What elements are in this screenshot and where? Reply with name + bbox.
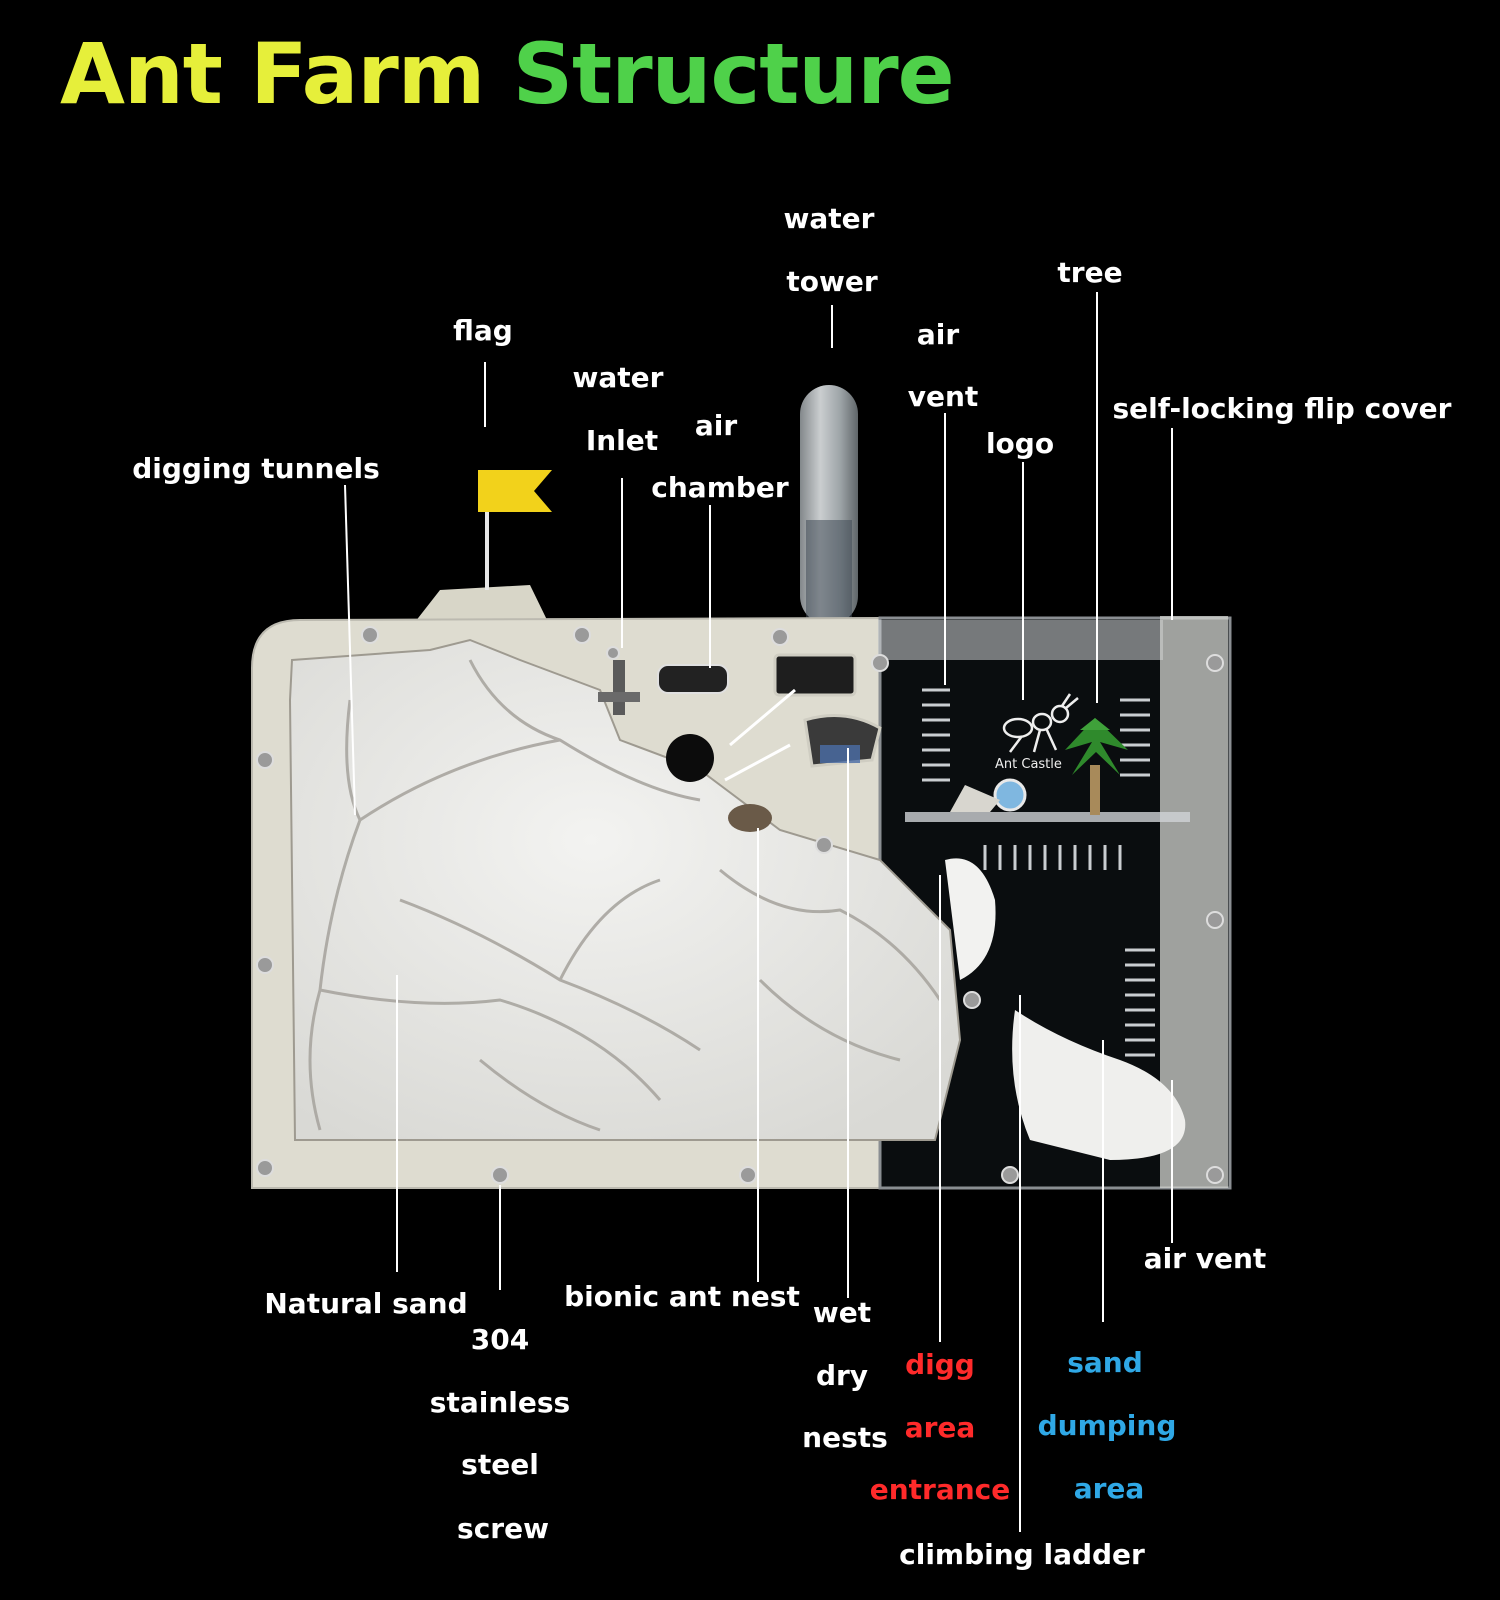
label-air-chamber-line2: chamber	[651, 471, 789, 504]
label-screw-line3: steel	[461, 1448, 539, 1481]
leader-lines	[344, 292, 1173, 1532]
digg-area-sand	[945, 858, 996, 980]
product-logo-text: Ant Castle	[995, 757, 1062, 772]
label-screw-line1: 304	[471, 1323, 529, 1356]
water-inlet-post	[598, 660, 640, 715]
label-logo: logo	[986, 427, 1054, 460]
label-sand-dumping-area-line1: sand	[1067, 1346, 1143, 1379]
stainless-steel-screws	[256, 626, 1224, 1184]
label-wet-dry-nests-line3: nests	[802, 1421, 888, 1454]
label-screw-line4: screw	[457, 1512, 549, 1545]
label-water-inlet-line1: water	[573, 361, 664, 394]
nest-chambers	[657, 653, 882, 832]
label-wet-dry-nests-line1: wet	[813, 1296, 871, 1329]
label-sand-dumping-area-line3: area	[1074, 1472, 1145, 1505]
label-flag: flag	[453, 314, 513, 347]
label-wet-dry-nests-line2: dry	[816, 1359, 868, 1392]
label-water-inlet-line2: Inlet	[586, 424, 658, 457]
digging-tunnels	[308, 659, 942, 1132]
label-air-vent-top-line2: vent	[908, 380, 979, 413]
label-digg-area-entrance-line3: entrance	[870, 1473, 1011, 1506]
label-screw-line2: stainless	[430, 1386, 570, 1419]
ladder-markings	[922, 688, 1155, 1057]
label-digging-tunnels: digging tunnels	[132, 452, 380, 485]
water-tower-tube	[800, 385, 858, 625]
shelf-stone	[950, 785, 1000, 812]
tree-icon	[1065, 718, 1128, 815]
label-self-locking-flip-cover: self-locking flip cover	[1113, 392, 1452, 425]
page-title: Ant Farm Structure	[60, 25, 955, 123]
flag-icon	[478, 470, 552, 590]
title-part-2: Structure	[512, 25, 955, 123]
ant-farm-product: Ant Castle	[251, 385, 1232, 1190]
label-water-tower-line1: water	[784, 202, 875, 235]
top-nameplate	[415, 585, 548, 622]
label-water-tower-line2: tower	[786, 265, 877, 298]
label-tree: tree	[1057, 256, 1122, 289]
title-part-1: Ant Farm	[60, 25, 485, 123]
shelf-vent-icon	[993, 778, 1027, 812]
label-bionic-ant-nest: bionic ant nest	[564, 1280, 800, 1313]
label-sand-dumping-area-line2: dumping	[1038, 1409, 1177, 1442]
label-digg-area-entrance-line1: digg	[905, 1348, 975, 1381]
label-climbing-ladder: climbing ladder	[899, 1538, 1145, 1571]
dumping-area-sand	[1012, 1010, 1186, 1160]
label-air-vent-bottom: air vent	[1144, 1242, 1267, 1275]
label-air-vent-top-line1: air	[917, 318, 959, 351]
labels: water tower flag water Inlet air chamber…	[132, 202, 1451, 1571]
label-digg-area-entrance-line2: area	[905, 1411, 976, 1444]
natural-sand-area	[288, 638, 962, 1141]
label-natural-sand: Natural sand	[264, 1287, 467, 1320]
label-air-chamber-line1: air	[695, 409, 737, 442]
ant-logo-icon	[1002, 693, 1079, 753]
